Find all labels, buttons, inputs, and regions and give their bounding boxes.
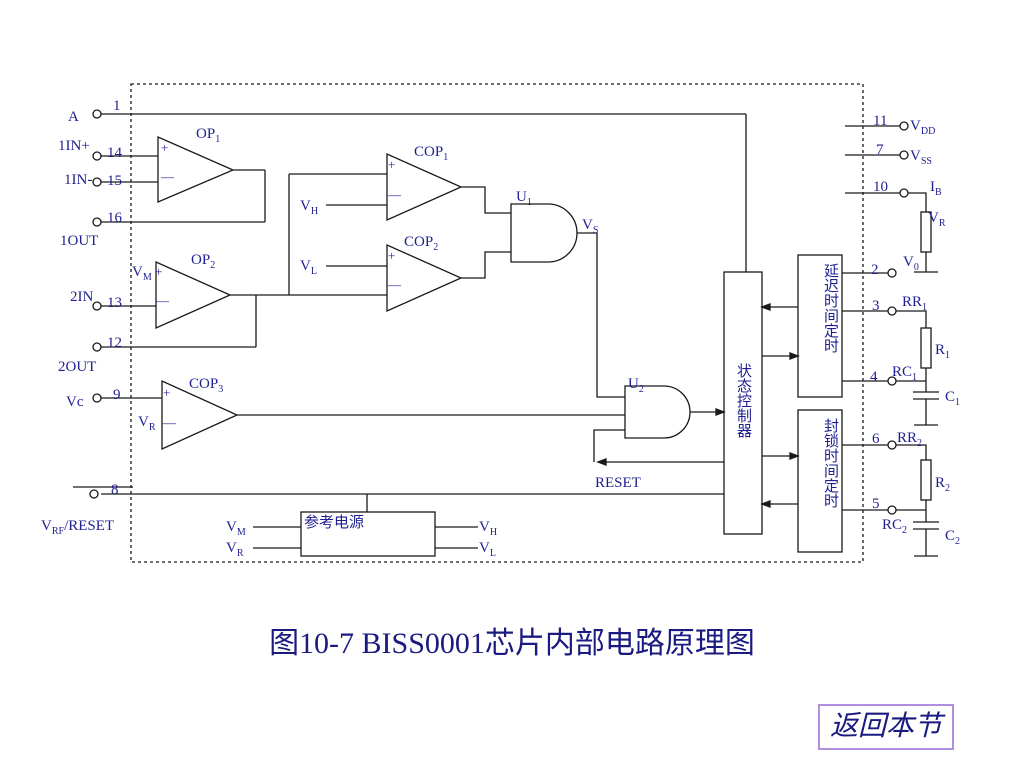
- pin-vrf-reset-label: VRF/RESET: [41, 518, 114, 537]
- vh-label: VH: [300, 198, 318, 217]
- pin-2in-label: 2IN: [70, 289, 93, 305]
- rc2-label: RC2: [882, 517, 907, 536]
- c1-label: C1: [945, 389, 960, 408]
- v0-label: V0: [903, 254, 919, 273]
- pin-10-number: 10: [873, 179, 888, 195]
- vr-label: VR: [928, 210, 946, 229]
- rc1-label: RC1: [892, 364, 917, 383]
- pin-14-number: 14: [107, 145, 123, 161]
- r2-resistor: [920, 459, 932, 501]
- pin-a-label: A: [68, 109, 79, 125]
- return-section-button[interactable]: 返回本节: [818, 704, 954, 750]
- cop2-comparator: [386, 243, 463, 313]
- rr1-label: RR1: [902, 294, 927, 313]
- pin-13-number: 13: [107, 295, 122, 311]
- pin-16-number: 16: [107, 210, 123, 226]
- r1-label: R1: [935, 342, 950, 361]
- vss-label: VSS: [910, 148, 932, 167]
- ref-vr-label: VR: [226, 540, 244, 559]
- cop1-comparator: [386, 152, 463, 222]
- u1-label: U1: [516, 189, 532, 208]
- pin-1-number: 1: [113, 98, 121, 114]
- cop1-minus-sign: —: [387, 187, 402, 202]
- delay-timer-label: 延迟时间定时: [822, 263, 839, 353]
- cop2-minus-sign: —: [387, 277, 402, 292]
- pin-1in-plus-label: 1IN+: [58, 138, 90, 154]
- ref-vm-label: VM: [226, 519, 246, 538]
- op2-label: OP2: [191, 252, 215, 271]
- cop2-label: COP2: [404, 234, 438, 253]
- r2-label: R2: [935, 475, 950, 494]
- pin-4-number: 4: [870, 369, 878, 385]
- op1-label: OP1: [196, 126, 220, 145]
- c2-label: C2: [945, 528, 960, 547]
- reset-label: RESET: [595, 475, 641, 491]
- pin-vc-label: Vc: [66, 394, 84, 410]
- vdd-label: VDD: [910, 118, 935, 137]
- reference-source-block: [300, 511, 436, 557]
- pin-11-number: 11: [873, 113, 887, 129]
- pin-8-number: 8: [111, 482, 119, 498]
- pin-1out-label: 1OUT: [60, 233, 98, 249]
- pin-2-number: 2: [871, 262, 879, 278]
- cop3-comparator: [161, 379, 239, 451]
- pin-3-number: 3: [872, 298, 880, 314]
- u1-and-gate: [510, 203, 578, 263]
- u2-label: U2: [628, 376, 644, 395]
- chip-boundary: [130, 83, 864, 563]
- cop1-label: COP1: [414, 144, 448, 163]
- u2-and-gate: [624, 385, 691, 439]
- op2-minus-sign: —: [155, 293, 170, 308]
- vl-label: VL: [300, 258, 317, 277]
- reference-source-label: 参考电源: [304, 514, 364, 531]
- vr-input-label: VR: [138, 414, 156, 433]
- cop3-plus-sign: +: [163, 385, 170, 400]
- op1-plus-sign: +: [161, 140, 168, 155]
- op2-amplifier: [155, 260, 232, 330]
- lock-timer-label: 封锁时间定时: [822, 418, 839, 508]
- cop1-plus-sign: +: [388, 157, 395, 172]
- pin-12-number: 12: [107, 335, 122, 351]
- ref-vl-label: VL: [479, 540, 496, 559]
- vm-label: VM: [132, 264, 152, 283]
- state-controller-block: [723, 271, 763, 535]
- state-controller-label: 状态控制器: [735, 363, 752, 438]
- r1-resistor: [920, 327, 932, 369]
- pin-9-number: 9: [113, 387, 121, 403]
- lock-timer-block: [797, 409, 843, 553]
- ref-vh-label: VH: [479, 519, 497, 538]
- rr2-label: RR2: [897, 430, 922, 449]
- pin-2out-label: 2OUT: [58, 359, 96, 375]
- op1-minus-sign: —: [160, 169, 175, 184]
- cop2-plus-sign: +: [388, 248, 395, 263]
- figure-caption: 图10-7 BISS0001芯片内部电路原理图: [269, 627, 755, 660]
- op2-plus-sign: +: [155, 264, 162, 279]
- pin-1in-minus-label: 1IN-: [64, 172, 92, 188]
- cop3-minus-sign: —: [162, 415, 177, 430]
- ib-label: IB: [930, 179, 942, 198]
- op1-amplifier: [157, 136, 235, 203]
- pin-7-number: 7: [876, 142, 884, 158]
- cop3-label: COP3: [189, 376, 223, 395]
- delay-timer-block: [797, 254, 843, 398]
- pin-15-number: 15: [107, 173, 122, 189]
- vs-label: VS: [582, 217, 598, 236]
- pin-5-number: 5: [872, 496, 880, 512]
- pin-6-number: 6: [872, 431, 880, 447]
